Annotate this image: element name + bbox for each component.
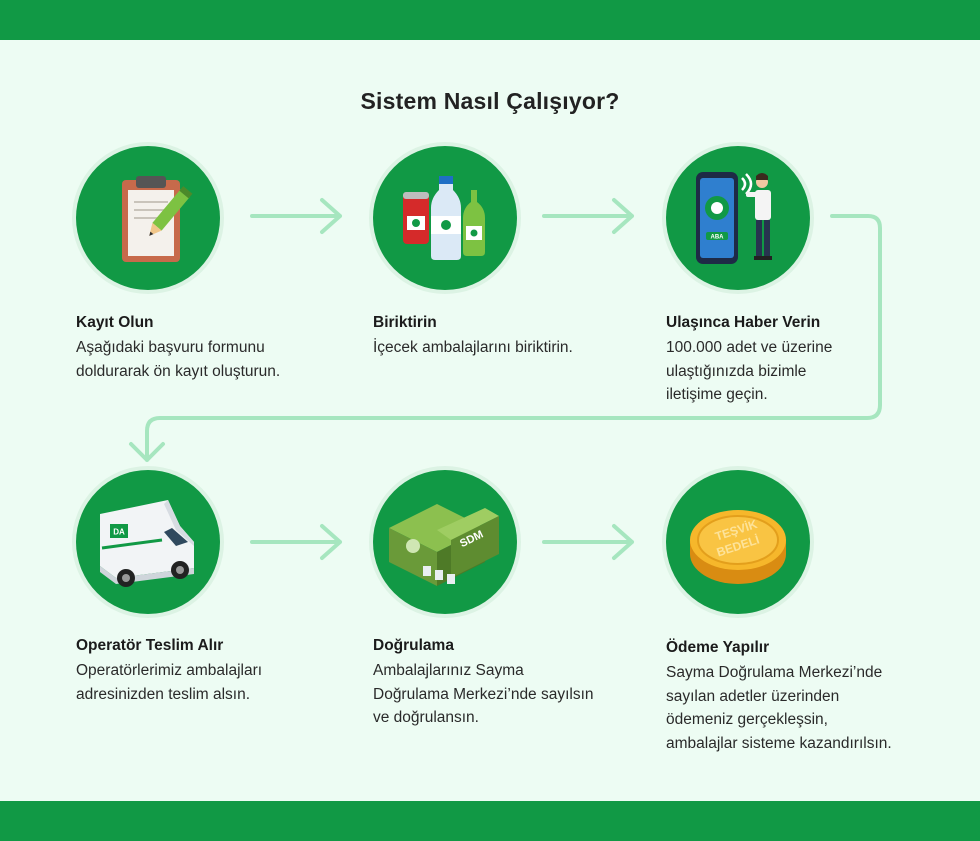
phone-brand-label: ABA [711,235,725,241]
step-4-title: Operatör Teslim Alır [76,637,224,654]
arrow-right-4 [542,524,634,560]
step-4-desc: Operatörlerimiz ambalajları adresinizden… [76,662,263,703]
step-2-icon-circle [373,146,517,290]
arrow-right-2 [542,198,634,234]
arrow-right-1 [250,198,342,234]
clipboard-pencil-icon [122,176,193,262]
bottom-band [0,801,980,841]
page-title: Sistem Nasıl Çalışıyor? [360,88,620,114]
step-5-title: Doğrulama [373,637,454,654]
beverage-containers-icon [403,176,485,260]
step-1-desc: Aşağıdaki başvuru formunu doldurarak ön … [76,339,281,380]
step-1-icon-circle [76,146,220,290]
step-3-title: Ulaşınca Haber Verin [666,314,821,331]
step-2-title: Biriktirin [373,314,437,331]
incentive-coin-icon: TEŞVİK BEDELİ [690,510,786,584]
step-2-desc: İçecek ambalajlarını biriktirin. [373,339,573,356]
step-5-icon-circle: SDM [373,470,517,614]
arrow-right-3 [250,524,342,560]
step-6-title: Ödeme Yapılır [666,639,770,656]
step-3-desc: 100.000 adet ve üzerine ulaştığınızda bi… [666,339,833,403]
counting-center-building-icon: SDM [389,504,499,586]
step-3-icon-circle: ABA [666,146,810,290]
step-1-title: Kayıt Olun [76,314,154,331]
phone-notification-icon: ABA [696,172,772,264]
step-4-icon-circle: DA [76,470,220,614]
top-band [0,0,980,40]
step-5-desc: Ambalajlarınız Sayma Doğrulama Merkezi’n… [373,662,594,726]
step-6-icon-circle: TEŞVİK BEDELİ [666,470,810,614]
van-logo-label: DA [113,528,125,537]
step-6-desc: Sayma Doğrulama Merkezi’nde sayılan adet… [666,664,892,752]
delivery-van-icon: DA [100,500,194,587]
